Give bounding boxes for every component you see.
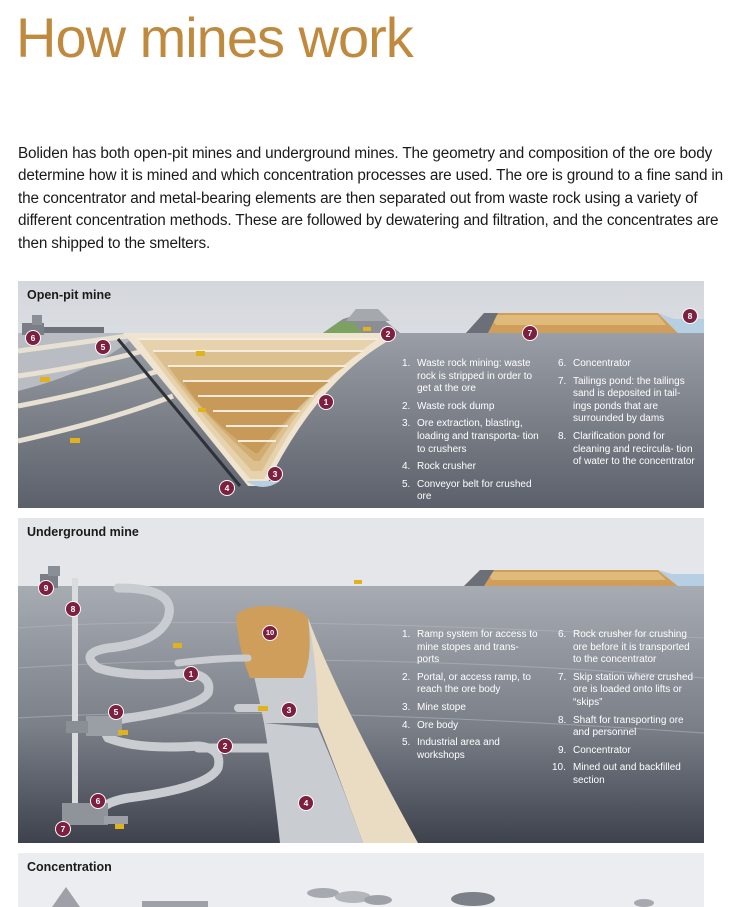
marker-7: 7: [55, 821, 71, 837]
concentration-illustration: [18, 853, 704, 907]
marker-2: 2: [380, 326, 396, 342]
legend-item: 4.Rock crusher: [402, 461, 476, 473]
legend-item: 6.Rock crusher for crushing ore before i…: [558, 629, 690, 666]
legend-item: 5.Conveyor belt for crushed ore: [402, 478, 532, 503]
legend-item: 5.Industrial area and workshops: [402, 737, 500, 761]
legend-item: 4.Ore body: [402, 719, 459, 731]
legend-item: 2.Waste rock dump: [402, 400, 495, 412]
concentration-panel: Concentration: [18, 853, 704, 907]
marker-4: 4: [298, 795, 314, 811]
intro-paragraph: Boliden has both open-pit mines and unde…: [18, 145, 724, 252]
open-pit-illustration: [18, 281, 704, 508]
open-pit-title: Open-pit mine: [27, 288, 112, 302]
legend-item: 6.Concentrator: [558, 358, 631, 369]
open-pit-legend-right: 6.Concentrator 7.Tailings pond: the tail…: [558, 358, 698, 474]
marker-6: 6: [90, 793, 106, 809]
legend-item: 1.Waste rock mining: waste rock is strip…: [402, 358, 533, 395]
marker-3: 3: [281, 702, 297, 718]
legend-item: 9.Concentrator: [558, 744, 631, 756]
underground-title: Underground mine: [27, 525, 139, 539]
legend-item: 10.Mined out and backfilled section: [552, 762, 681, 786]
marker-7: 7: [522, 325, 538, 341]
marker-8: 8: [682, 308, 698, 324]
marker-8: 8: [65, 601, 81, 617]
marker-3: 3: [267, 466, 283, 482]
marker-2: 2: [217, 738, 233, 754]
underground-panel: Underground mine 1.Ramp system for acces…: [18, 518, 704, 843]
legend-item: 8.Shaft for transporting ore and personn…: [558, 714, 684, 739]
page-title: How mines work: [16, 6, 414, 69]
marker-5: 5: [95, 339, 111, 355]
underground-legend-right: 6.Rock crusher for crushing ore before i…: [552, 629, 700, 793]
marker-1: 1: [183, 666, 199, 682]
underground-legend-left: 1.Ramp system for access to mine stopes …: [402, 629, 542, 767]
marker-5: 5: [108, 704, 124, 720]
legend-item: 3.Ore extraction, blasting, loading and …: [402, 418, 539, 455]
open-pit-legend-left: 1.Waste rock mining: waste rock is strip…: [402, 358, 542, 508]
legend-item: 7.Tailings pond: the tailings sand is de…: [558, 375, 685, 425]
legend-item: 3.Mine stope: [402, 701, 466, 713]
legend-item: 8.Clarification pond for cleaning and re…: [558, 430, 695, 468]
marker-6: 6: [25, 330, 41, 346]
legend-item: 7.Skip station where crushed ore is load…: [558, 671, 694, 708]
legend-item: 2.Portal, or access ramp, to reach the o…: [402, 671, 531, 696]
marker-9: 9: [38, 580, 54, 596]
marker-1: 1: [318, 394, 334, 410]
marker-4: 4: [219, 480, 235, 496]
open-pit-panel: Open-pit mine 1.Waste rock mining: waste…: [18, 281, 704, 508]
concentration-title: Concentration: [27, 860, 112, 874]
marker-10: 10: [262, 625, 278, 641]
legend-item: 1.Ramp system for access to mine stopes …: [402, 629, 538, 666]
underground-illustration: [18, 518, 704, 843]
